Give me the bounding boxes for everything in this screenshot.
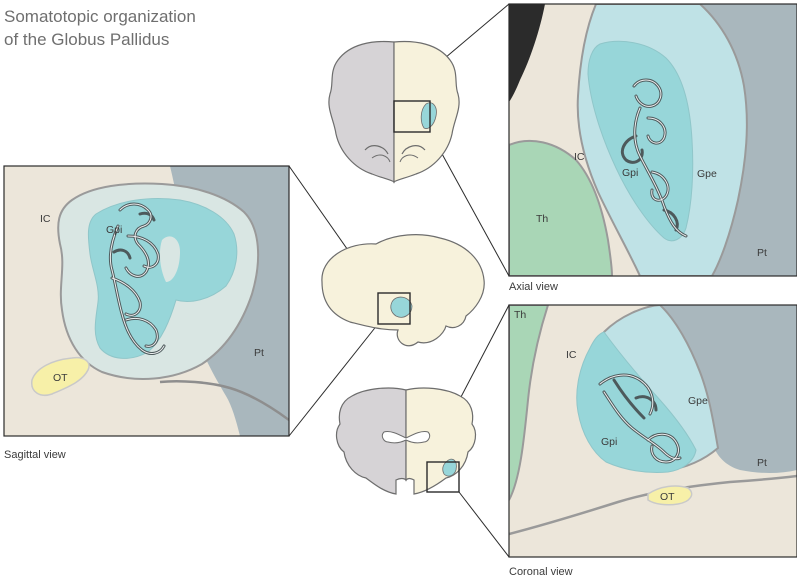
coronal-homunculus-highlight bbox=[599, 374, 681, 463]
axial-label-th: Th bbox=[536, 213, 548, 225]
coronal-label-th: Th bbox=[514, 309, 526, 321]
sagittal-label-gpi: Gpi bbox=[106, 224, 122, 236]
figure-title-line-2: of the Globus Pallidus bbox=[4, 30, 169, 49]
sagittal-brain-thumbnail bbox=[321, 234, 485, 347]
sagittal-label-ic: IC bbox=[40, 213, 51, 225]
axial-label-gpi: Gpi bbox=[622, 167, 638, 179]
axial-view-caption: Axial view bbox=[509, 281, 558, 293]
sagittal-label-pt: Pt bbox=[254, 347, 264, 359]
axial-brain-thumbnail bbox=[328, 40, 460, 184]
coronal-label-gpe: Gpe bbox=[688, 395, 708, 407]
coronal-label-ot: OT bbox=[660, 491, 675, 503]
coronal-label-gpi: Gpi bbox=[601, 436, 617, 448]
coronal-label-ic: IC bbox=[566, 349, 577, 361]
axial-view-panel: IC Gpi Gpe Th Pt Axial view bbox=[508, 3, 797, 293]
axial-label-ic: IC bbox=[574, 151, 585, 163]
axial-homunculus-highlight bbox=[633, 79, 687, 237]
figure-title-line-1: Somatotopic organization bbox=[4, 7, 196, 26]
coronal-brain-thumbnail bbox=[335, 387, 477, 495]
sagittal-homunculus-highlight bbox=[109, 203, 165, 354]
sagittal-view-caption: Sagittal view bbox=[4, 449, 66, 461]
axial-label-gpe: Gpe bbox=[697, 168, 717, 180]
coronal-view-caption: Coronal view bbox=[509, 566, 573, 578]
sagittal-label-ot: OT bbox=[53, 372, 68, 384]
axial-label-pt: Pt bbox=[757, 247, 767, 259]
sagittal-view-panel: IC Gpi Pt OT Sagittal view bbox=[3, 165, 290, 461]
coronal-label-pt: Pt bbox=[757, 457, 767, 469]
coronal-view-panel: Th IC Gpe Gpi Pt OT Coronal view bbox=[508, 304, 797, 578]
